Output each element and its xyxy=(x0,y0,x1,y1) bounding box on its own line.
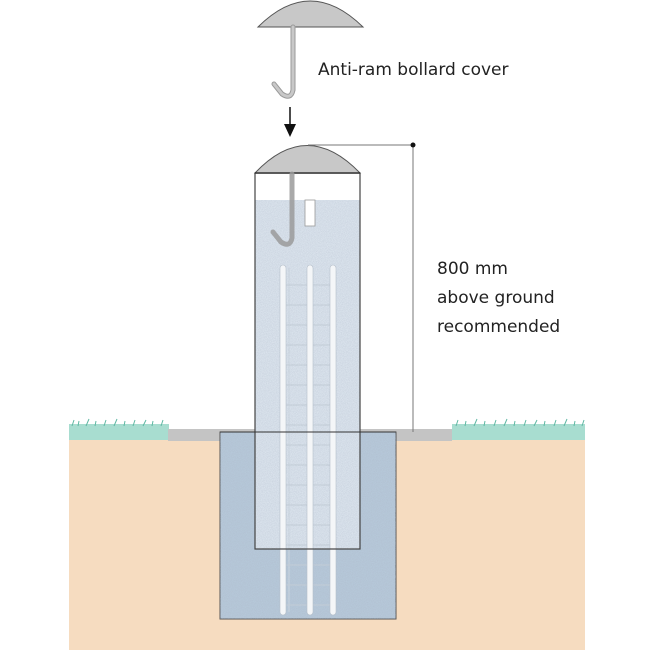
height-dimension-line xyxy=(308,144,414,432)
rebar-bar xyxy=(306,264,314,616)
cover-label: Anti-ram bollard cover xyxy=(318,60,509,80)
bollard-void xyxy=(255,173,360,200)
bollard-cover xyxy=(256,0,365,28)
height-label-line3: recommended xyxy=(437,317,560,337)
grass-blades xyxy=(71,418,585,427)
height-label-line1: 800 mm xyxy=(437,259,508,279)
anchor-slot xyxy=(304,199,316,227)
rebar-bar xyxy=(279,264,287,616)
grass-left xyxy=(69,424,169,440)
bollard-cover-installed xyxy=(253,145,362,174)
cover-hook-installed xyxy=(270,171,295,247)
dimension-dot xyxy=(410,142,416,148)
rebar-cage xyxy=(279,264,337,616)
down-arrow-icon xyxy=(284,107,296,137)
rebar-bar xyxy=(329,264,337,616)
height-label-line2: above ground xyxy=(437,288,555,308)
grass-right xyxy=(452,424,585,440)
